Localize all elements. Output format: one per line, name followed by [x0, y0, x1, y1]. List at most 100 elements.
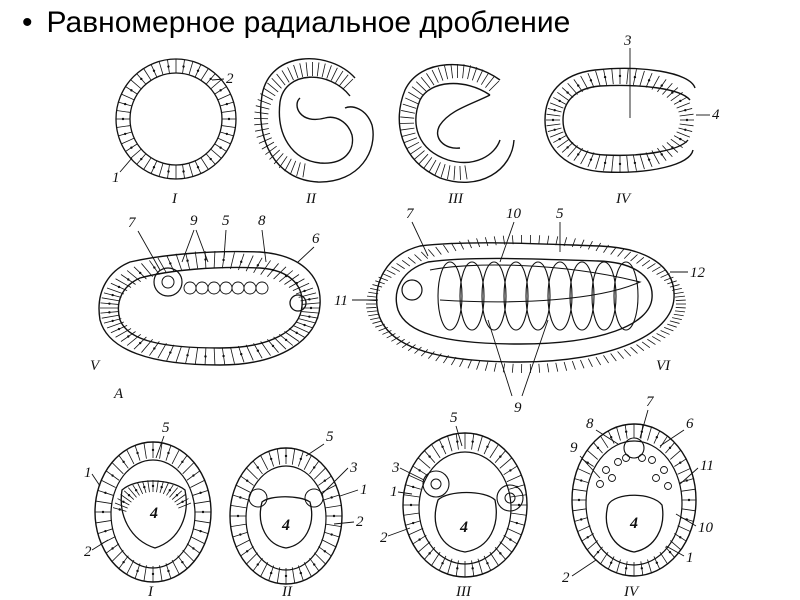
cilium — [511, 235, 514, 245]
cilium — [571, 238, 576, 248]
cell-wall — [121, 137, 135, 145]
cell-nucleus — [655, 436, 659, 439]
numeral-III: III — [447, 191, 464, 207]
cell-wall — [284, 274, 300, 285]
cilium — [391, 336, 401, 342]
cell-wall — [506, 474, 522, 483]
cell-wall — [106, 287, 125, 295]
cilium — [396, 263, 405, 270]
label-5: 5 — [556, 206, 564, 222]
cell-wall — [284, 158, 292, 172]
mesenchyme-cell — [652, 474, 660, 482]
cilium — [641, 341, 651, 349]
cell-wall — [95, 500, 112, 504]
cell-nucleus — [175, 494, 179, 497]
cell-nucleus — [633, 75, 637, 79]
cell-wall — [677, 525, 691, 532]
label-6: 6 — [686, 416, 694, 432]
label-3: 3 — [391, 460, 400, 476]
cilium — [407, 344, 416, 351]
somite-cell — [243, 281, 257, 295]
cell-nucleus — [509, 538, 512, 541]
slide-title: •Равномерное радиальное дробление — [22, 6, 570, 40]
label-10: 10 — [506, 206, 522, 222]
cell-nucleus — [186, 354, 189, 357]
cell-wall — [676, 102, 690, 109]
cell-wall — [330, 67, 338, 81]
cell-nucleus — [577, 153, 580, 156]
label-2: 2 — [562, 570, 570, 586]
cell-wall — [230, 523, 247, 528]
cell-wall — [659, 551, 668, 565]
cilium — [420, 349, 429, 357]
slide-title-text: Равномерное радиальное дробление — [46, 6, 571, 39]
cell-wall — [190, 536, 205, 545]
cell-nucleus — [515, 485, 519, 489]
cell-wall — [298, 292, 317, 298]
cell-nucleus — [151, 572, 155, 576]
cell-nucleus — [108, 302, 111, 305]
cilium — [414, 254, 422, 262]
cell-wall — [257, 99, 271, 105]
cell-wall — [188, 163, 194, 177]
cell-wall — [265, 145, 277, 155]
cell-nucleus — [486, 445, 489, 448]
cell-wall — [301, 302, 320, 305]
label-4: 4 — [712, 107, 720, 123]
cilium — [484, 361, 489, 371]
cilium — [427, 351, 435, 359]
cell-wall — [178, 502, 192, 509]
cilium — [546, 363, 550, 373]
cell-nucleus — [332, 514, 336, 518]
cell-wall — [409, 146, 422, 155]
cell-wall — [156, 480, 159, 493]
cell-nucleus — [499, 455, 502, 458]
cell-nucleus — [199, 529, 202, 533]
cell-wall — [488, 80, 500, 92]
cell-wall — [476, 69, 484, 83]
cell-nucleus — [624, 430, 628, 433]
somite-cell — [231, 281, 245, 295]
cell-nucleus — [104, 491, 107, 495]
cell-nucleus — [271, 268, 275, 272]
cell-nucleus — [441, 562, 444, 565]
cell-wall — [258, 137, 272, 144]
cell-wall — [447, 165, 451, 180]
figure-top-3-gastrula: III — [398, 63, 515, 207]
cell-wall — [101, 314, 120, 319]
label-1: 1 — [84, 465, 92, 481]
cell-layer — [100, 251, 320, 365]
cell-wall — [128, 487, 137, 498]
numeral-III: III — [455, 584, 472, 600]
cilium — [555, 362, 559, 372]
cell-wall — [434, 162, 441, 176]
cell-wall — [600, 551, 609, 565]
cell-nucleus — [551, 118, 555, 122]
cell-nucleus — [219, 146, 222, 149]
label-4: 4 — [459, 519, 468, 536]
cell-nucleus — [225, 102, 229, 106]
cilium — [476, 238, 481, 248]
cilium — [641, 259, 651, 267]
cell-wall — [210, 79, 222, 90]
cell-wall — [175, 345, 182, 363]
cell-nucleus — [204, 258, 207, 261]
cell-wall — [158, 163, 164, 177]
cilium — [511, 363, 514, 373]
cell-nucleus — [558, 137, 561, 141]
cell-wall — [595, 70, 601, 87]
cell-wall — [423, 157, 433, 169]
cell-wall — [670, 92, 683, 102]
cell-wall — [213, 251, 216, 269]
label-2: 2 — [356, 514, 364, 530]
label-5: 5 — [162, 420, 170, 436]
cilium — [378, 326, 388, 332]
cell-nucleus — [130, 89, 133, 92]
cell-nucleus — [111, 547, 114, 550]
cell-wall — [339, 74, 349, 86]
cell-nucleus — [186, 259, 189, 262]
cell-wall — [572, 488, 587, 492]
cell-wall — [499, 457, 513, 469]
label-4: 4 — [629, 515, 638, 532]
cell-wall — [141, 339, 153, 353]
